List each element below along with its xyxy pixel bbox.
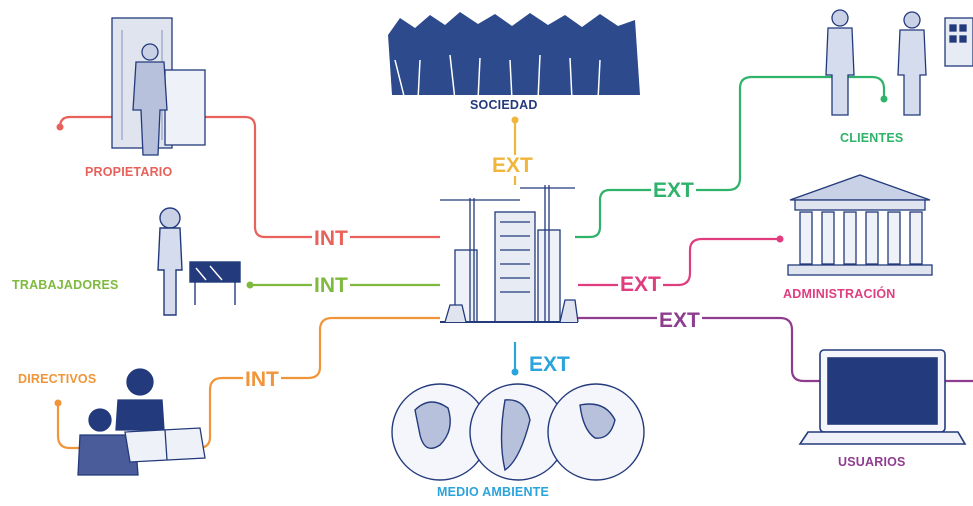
- worker-barrier-icon: [157, 207, 241, 316]
- label-propietario: PROPIETARIO: [85, 165, 173, 179]
- connector-dot-clientes: [880, 95, 888, 103]
- label-medio-ambiente: MEDIO AMBIENTE: [437, 485, 550, 499]
- connector-dot-administracion: [776, 235, 784, 243]
- label-trabajadores: TRABAJADORES: [12, 278, 119, 292]
- tag-directivos: INT: [243, 368, 281, 391]
- connector-dot-directivos: [54, 399, 62, 407]
- label-sociedad: SOCIEDAD: [470, 98, 538, 112]
- connector-dot-propietario: [56, 123, 64, 131]
- label-usuarios: USUARIOS: [838, 455, 906, 469]
- connector-directivos: [56, 316, 440, 450]
- construction-site-icon: [440, 185, 579, 323]
- connector-administracion: [578, 237, 780, 287]
- tag-clientes: EXT: [651, 179, 696, 202]
- label-administracion: ADMINISTRACIÓN: [783, 287, 896, 301]
- tag-propietario: INT: [312, 227, 350, 250]
- connector-dot-sociedad: [511, 116, 519, 124]
- executives-meeting-icon: [77, 368, 206, 476]
- tag-trabajadores: INT: [312, 274, 350, 297]
- tag-medio-ambiente: EXT: [527, 353, 572, 376]
- businessman-building-icon: [111, 17, 206, 156]
- world-map-icon: [391, 383, 645, 481]
- tag-sociedad: EXT: [490, 154, 535, 177]
- crowd-icon: [388, 12, 640, 101]
- handshake-clients-icon: [825, 9, 973, 116]
- connector-clientes: [575, 75, 886, 239]
- laptop-icon: [798, 349, 967, 445]
- tag-administracion: EXT: [618, 273, 663, 296]
- government-building-icon: [787, 174, 933, 276]
- label-directivos: DIRECTIVOS: [18, 372, 97, 386]
- connector-usuarios: [578, 316, 973, 383]
- connector-dot-trabajadores: [246, 281, 254, 289]
- tag-usuarios: EXT: [657, 309, 702, 332]
- connector-propietario: [58, 115, 440, 239]
- connector-dot-medio-ambiente: [511, 368, 519, 376]
- label-clientes: CLIENTES: [840, 131, 904, 145]
